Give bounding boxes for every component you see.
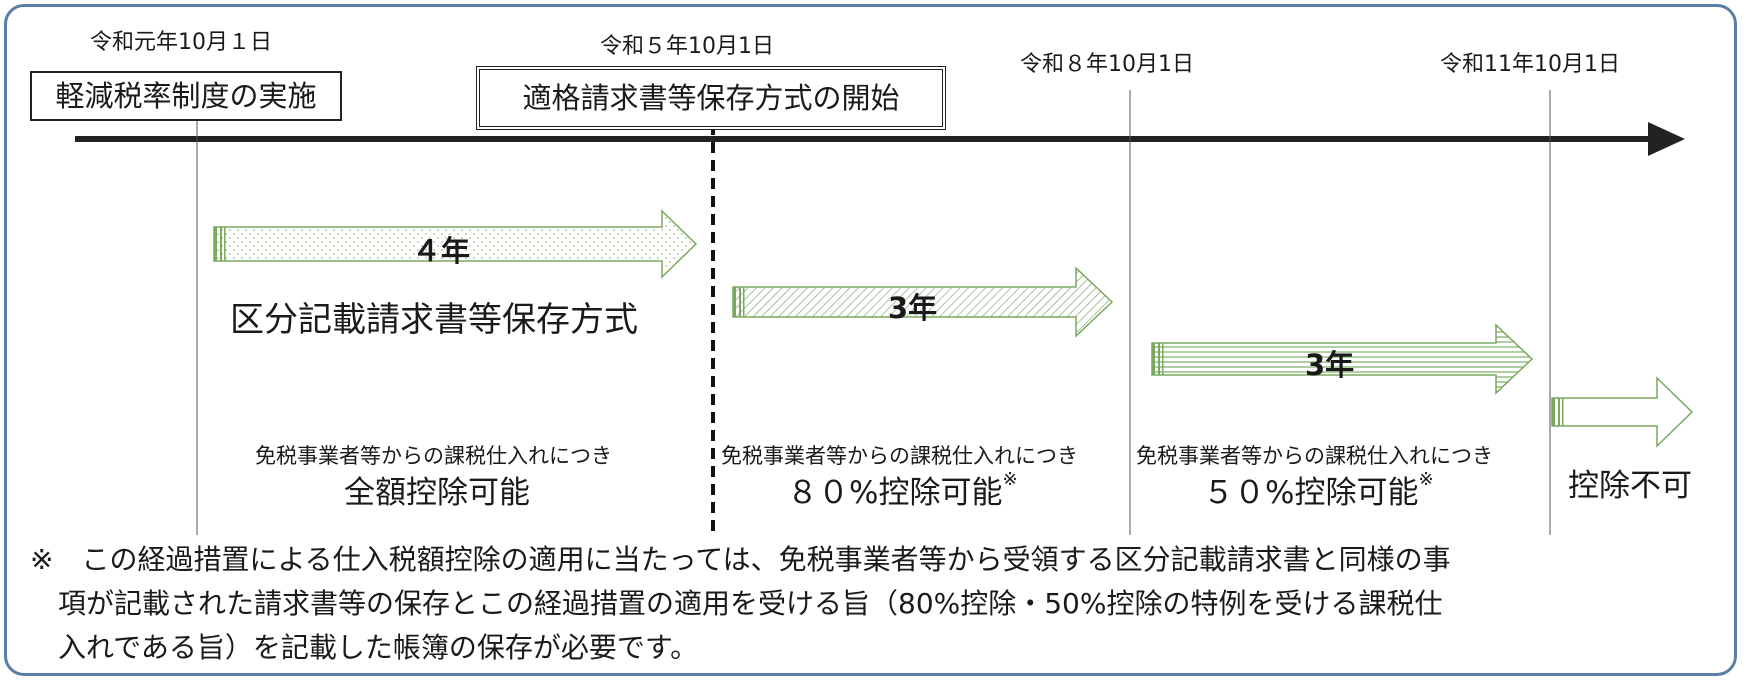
period-arrow-3: [1151, 323, 1534, 395]
period-arrow-4: [1551, 376, 1694, 448]
period-arrow-2: [732, 266, 1114, 338]
date-reiwa5: 令和５年10月1日: [600, 34, 774, 59]
period-note-3: 免税事業者等からの課税仕入れにつき: [1136, 444, 1493, 468]
period-result-2: ８０%控除可能※: [787, 467, 1018, 512]
footnote-line-1: ※ この経過措置による仕入税額控除の適用に当たっては、免税事業者等から受領する区…: [30, 543, 1451, 576]
footnote-mark-3: ※: [1418, 469, 1434, 490]
event-box-qualified-invoice: 適格請求書等保存方式の開始: [476, 66, 946, 130]
event-label-reduced-tax: 軽減税率制度の実施: [55, 78, 317, 113]
years-label-2: 3年: [888, 291, 938, 325]
period-result-3: ５０%控除可能※: [1203, 467, 1434, 512]
diagram-frame: [4, 4, 1737, 676]
date-reiwa11: 令和11年10月1日: [1440, 52, 1620, 77]
footnote-mark-2: ※: [1002, 469, 1018, 490]
years-label-1: ４年: [412, 234, 471, 268]
period-note-2: 免税事業者等からの課税仕入れにつき: [721, 444, 1078, 468]
period-name-1: 区分記載請求書等保存方式: [230, 300, 638, 340]
timeline-arrowhead: [1648, 122, 1685, 156]
date-reiwa8: 令和８年10月1日: [1020, 52, 1194, 77]
years-label-3: 3年: [1305, 348, 1355, 382]
footnote-line-2: 項が記載された請求書等の保存とこの経過措置の適用を受ける旨（80%控除・50%控…: [58, 587, 1443, 620]
period-note-1: 免税事業者等からの課税仕入れにつき: [255, 444, 612, 468]
footnote-line-3: 入れである旨）を記載した帳簿の保存が必要です。: [58, 631, 699, 664]
event-label-qualified-invoice: 適格請求書等保存方式の開始: [522, 80, 900, 115]
period-arrow-1: [213, 209, 698, 279]
period-result-3-text: ５０%控除可能: [1203, 475, 1419, 511]
period-result-2-text: ８０%控除可能: [787, 475, 1003, 511]
period-result-1: 全額控除可能: [344, 475, 530, 511]
event-box-reduced-tax: 軽減税率制度の実施: [30, 71, 342, 121]
date-reiwa1: 令和元年10月１日: [90, 30, 272, 55]
period-result-4: 控除不可: [1568, 468, 1692, 504]
